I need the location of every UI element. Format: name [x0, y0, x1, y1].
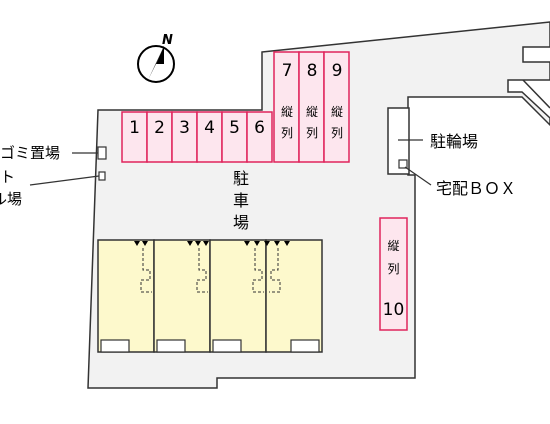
delivery-box-label: 宅配ＢＯＸ	[436, 179, 516, 198]
entrance-marker	[134, 241, 140, 246]
space-7-note-2: 列	[281, 126, 293, 140]
building-unit-2	[153, 239, 211, 353]
entrance-marker	[264, 241, 270, 246]
parking-space-9	[323, 51, 350, 163]
space-number-10: 10	[383, 300, 405, 320]
space-7-note-1: 縦	[281, 105, 293, 119]
boundary-lane	[522, 79, 550, 109]
parking-space-4	[196, 111, 223, 163]
entrance-marker	[254, 241, 260, 246]
parking-space-6	[246, 111, 273, 163]
compass: N	[137, 33, 175, 83]
space-number-5: 5	[229, 118, 240, 138]
compass-label: N	[162, 33, 173, 48]
space-9-note-1: 縦	[331, 105, 343, 119]
parking-space-3	[171, 111, 198, 163]
entrance-marker	[244, 241, 250, 246]
space-8-note-2: 列	[306, 126, 318, 140]
space-number-9: 9	[332, 61, 343, 81]
entrance-marker	[195, 241, 201, 246]
delivery-box: 宅配ＢＯＸ	[398, 159, 516, 198]
space-9-note-2: 列	[331, 126, 343, 140]
stair-4	[269, 248, 281, 293]
utility-marker	[98, 171, 106, 181]
compass-needle	[148, 46, 164, 80]
balcony-4	[290, 339, 320, 353]
bicycle-parking-area	[387, 107, 410, 175]
space-number-4: 4	[204, 118, 215, 138]
stair-1	[140, 248, 152, 293]
entrance-marker	[142, 241, 148, 246]
parking-label-char-2: 車	[233, 191, 249, 210]
balcony-2	[156, 339, 186, 353]
parking-row-vertical: 7 8 9 縦 列 縦 列 縦 列	[273, 51, 350, 163]
garbage-label: ゴミ置場	[0, 144, 60, 162]
building-unit-1	[97, 239, 155, 353]
space-10-note-1: 縦	[387, 239, 399, 253]
utility-leader-line	[29, 175, 100, 186]
building-unit-4	[265, 239, 323, 353]
bicycle-parking-label: 駐輪場	[430, 132, 478, 151]
bicycle-parking: 駐輪場	[387, 107, 478, 175]
building	[97, 239, 323, 353]
utility-label-top: ト	[0, 168, 15, 186]
space-number-7: 7	[282, 61, 293, 81]
parking-row-horizontal: 1 2 3 4 5 6	[121, 111, 273, 163]
entrance-marker	[274, 241, 280, 246]
parking-space-1	[121, 111, 148, 163]
space-10-note-2: 列	[387, 262, 399, 276]
balcony-3	[212, 339, 242, 353]
stair-3	[252, 248, 264, 293]
garbage-marker	[97, 146, 107, 160]
utility-label-bottom: ル場	[0, 190, 22, 208]
delivery-box-leader-line	[404, 166, 432, 186]
space-number-6: 6	[254, 118, 265, 138]
space-number-8: 8	[307, 61, 318, 81]
parking-label-char-3: 場	[233, 213, 249, 232]
utility-area: ト ル場	[0, 168, 106, 208]
balcony-1	[100, 339, 130, 353]
parking-space-10-group: 縦 列 10	[379, 217, 408, 331]
building-unit-3	[209, 239, 267, 353]
space-8-note-1: 縦	[306, 105, 318, 119]
parking-space-5	[221, 111, 248, 163]
compass-needle-tail	[156, 46, 164, 64]
space-number-1: 1	[129, 118, 140, 138]
entrance-marker	[187, 241, 193, 246]
space-number-3: 3	[179, 118, 190, 138]
stair-2	[196, 248, 208, 293]
garbage-area: ゴミ置場	[0, 144, 107, 162]
entrance-marker	[203, 241, 209, 246]
parking-space-10	[379, 217, 408, 331]
parking-area-label: 駐 車 場	[233, 169, 249, 232]
entrance-marker	[284, 241, 290, 246]
space-number-2: 2	[154, 118, 165, 138]
delivery-box-marker	[398, 159, 408, 169]
parking-label-char-1: 駐	[233, 169, 249, 188]
